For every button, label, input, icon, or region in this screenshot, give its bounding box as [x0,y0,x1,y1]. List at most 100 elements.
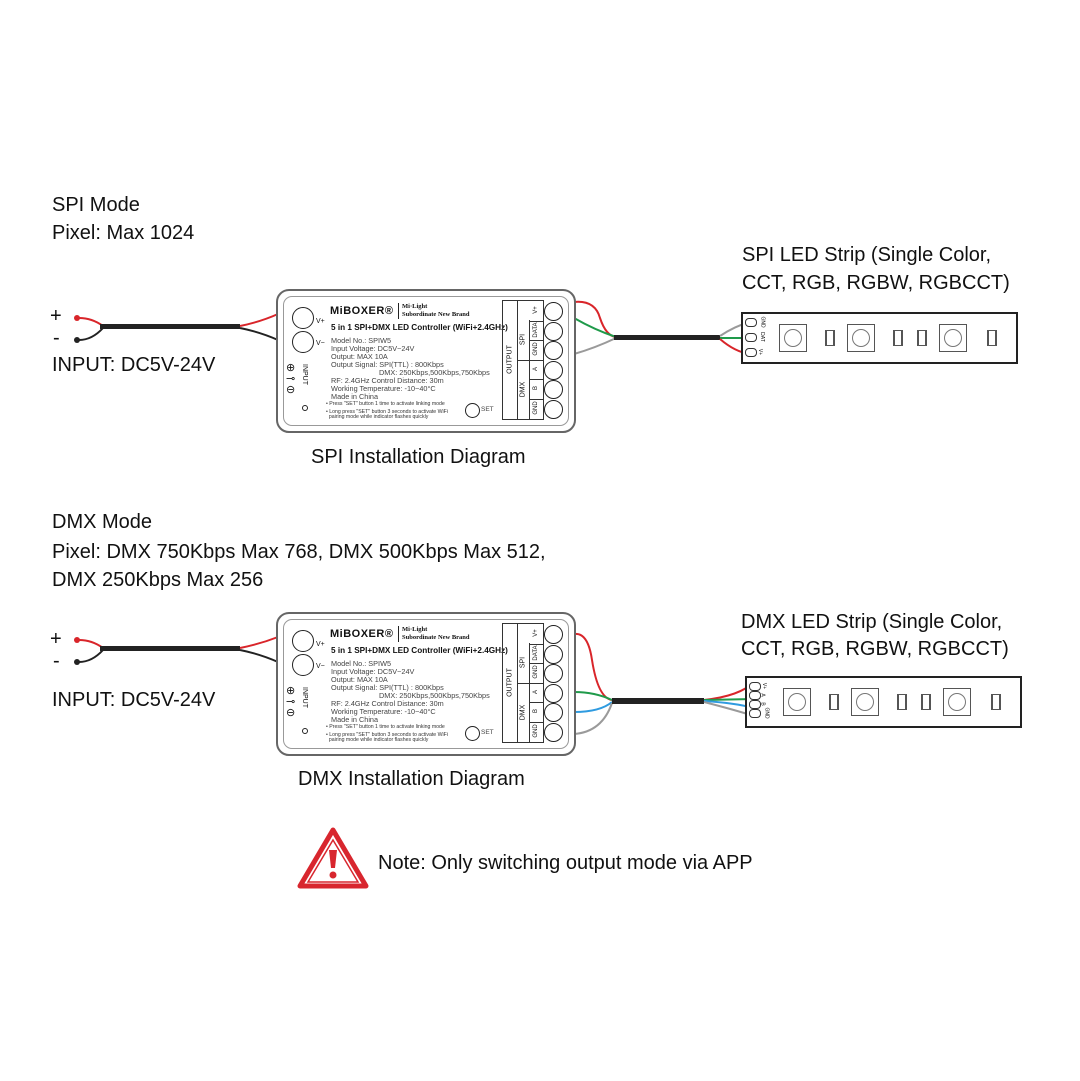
app-mode-note: Note: Only switching output mode via APP [378,852,753,874]
led-chip-icon [783,688,811,716]
pad-label: GND [759,316,766,328]
dmx-mode-title: DMX Mode [52,511,153,533]
controller-title: 5 in 1 SPI+DMX LED Controller (WiFi+2.4G… [331,323,508,332]
spi-input-voltage: INPUT: DC5V-24V [52,354,216,376]
note-linking: • Press "SET" button 1 time to activate … [326,724,445,730]
note-wifi: • Long press "SET" button 3 seconds to a… [326,409,448,421]
resistor-icon [893,330,903,346]
spec-line: DMX: 250Kbps,500Kbps,750Kbps [379,368,490,377]
note-linking: • Press "SET" button 1 time to activate … [326,401,445,407]
dmx-group-label: DMX [519,381,527,398]
pad-label: DAT [758,332,765,342]
spec-line: Working Temperature: -10~40°C [331,707,436,716]
spec-line: DMX: 250Kbps,500Kbps,750Kbps [379,691,490,700]
spec-line: Made in China [331,715,379,724]
output-terminal [544,302,563,321]
led-chip-icon [851,688,879,716]
solder-pad [745,348,757,357]
dmx-pixel-limit-line2: DMX 250Kbps Max 256 [52,569,264,591]
spec-line: RF: 2.4GHz Control Distance: 30m [331,376,444,385]
output-terminal [544,723,563,742]
dmx-input-plus: + [50,628,62,650]
v-plus-label: V+ [316,641,325,648]
spi-mode-title: SPI Mode [52,194,140,216]
input-terminal-v-minus [292,331,314,353]
spec-line: Output: MAX 10A [331,675,388,684]
led-chip-icon [847,324,875,352]
solder-pad [749,709,761,718]
spec-line: Input Voltage: DC5V~24V [331,344,415,353]
dmx-strip-label-line2: CCT, RGB, RGBW, RGBCCT) [741,638,1009,660]
led-chip-icon [943,688,971,716]
v-minus-label: V− [316,340,325,347]
dmx-diagram-caption: DMX Installation Diagram [298,768,525,790]
dmx-group-label: DMX [519,704,527,721]
spi-input-minus: - [53,327,60,349]
spec-line: RF: 2.4GHz Control Distance: 30m [331,699,444,708]
input-terminal-v-plus [292,630,314,652]
spec-line: Model No.: SPIW5 [331,659,392,668]
spi-input-wires [74,313,279,343]
resistor-icon [897,694,907,710]
terminal-label: GND [533,724,539,738]
output-terminal [544,321,563,341]
solder-pad [749,700,761,709]
input-label: INPUT [301,687,308,708]
set-label: SET [481,406,494,413]
output-terminal [544,380,563,400]
pad-label: B [759,702,766,706]
spec-line: Model No.: SPIW5 [331,336,392,345]
v-plus-label: V+ [316,318,325,325]
set-label: SET [481,729,494,736]
spec-line: Working Temperature: -10~40°C [331,384,436,393]
resistor-icon [987,330,997,346]
pad-label: V+ [761,682,768,690]
pad-label: GND [763,707,770,719]
dc-jack-icon: ⊕⊸⊖ [286,685,296,719]
spi-diagram-caption: SPI Installation Diagram [311,446,526,468]
set-button[interactable] [465,726,480,741]
spec-line: Output: MAX 10A [331,352,388,361]
solder-pad [745,333,757,342]
set-button[interactable] [465,403,480,418]
output-terminal [544,664,563,684]
terminal-label: GND [533,401,539,415]
output-terminal [544,400,563,419]
led-chip-icon [939,324,967,352]
note-wifi: • Long press "SET" button 3 seconds to a… [326,732,448,744]
spi-group-label: SPI [519,656,527,669]
indicator-led [302,405,308,411]
pad-label: V+ [757,348,764,356]
spi-strip-label-line2: CCT, RGB, RGBW, RGBCCT) [742,272,1010,294]
spi-input-plus: + [50,305,62,327]
solder-pad [749,691,761,700]
spec-line: Output Signal: SPI(TTL) : 800Kbps [331,683,444,692]
resistor-icon [991,694,1001,710]
dmx-input-wires [74,636,279,665]
resistor-icon [825,330,835,346]
output-label: OUTPUT [506,345,514,374]
spec-line: Output Signal: SPI(TTL) : 800Kbps [331,360,444,369]
spi-group-label: SPI [519,333,527,346]
output-terminal [544,341,563,361]
dmx-strip-label-line1: DMX LED Strip (Single Color, [741,611,1003,633]
controller-inner-frame [283,619,569,749]
brand-logo: MiBOXER® [330,305,394,317]
spi-led-strip: GND DAT V+ [741,312,1018,364]
controller-title: 5 in 1 SPI+DMX LED Controller (WiFi+2.4G… [331,646,508,655]
controller-inner-frame [283,296,569,426]
dc-jack-icon: ⊕⊸⊖ [286,362,296,396]
warning-icon [297,827,369,889]
output-terminal [544,644,563,664]
spec-line: Made in China [331,392,379,401]
spec-line: Input Voltage: DC5V~24V [331,667,415,676]
resistor-icon [917,330,927,346]
input-terminal-v-plus [292,307,314,329]
dmx-input-voltage: INPUT: DC5V-24V [52,689,216,711]
spi-pixel-limit: Pixel: Max 1024 [52,222,195,244]
resistor-icon [829,694,839,710]
